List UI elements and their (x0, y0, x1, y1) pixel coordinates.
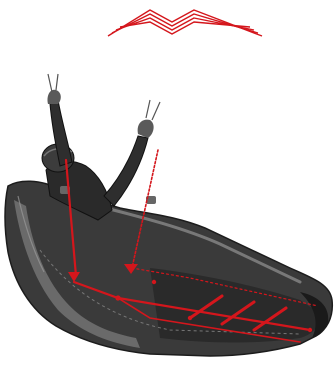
pilot-figure (42, 74, 160, 220)
anchor-dot (152, 280, 156, 284)
anchor-dot (188, 316, 192, 320)
anchor-dot (308, 328, 312, 332)
wing-logo (108, 10, 262, 36)
paraglider-harness (5, 181, 332, 356)
anchor-dot (115, 295, 120, 300)
